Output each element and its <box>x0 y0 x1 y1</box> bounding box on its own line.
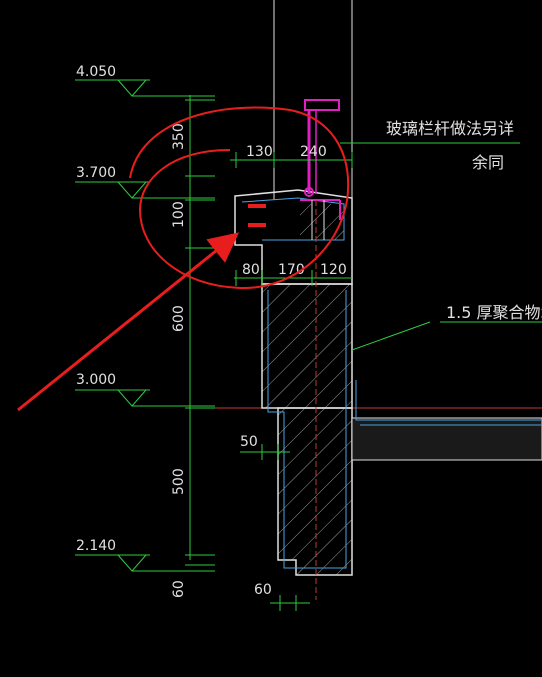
elevation-marker-4050: 4.050 <box>75 64 215 97</box>
elevation-label: 2.140 <box>76 538 116 554</box>
elevation-label: 3.000 <box>76 372 116 388</box>
note-rest: 余同 <box>472 153 504 172</box>
elevation-marker-3000: 3.000 <box>75 372 215 407</box>
dimension-50: 50 <box>240 434 258 450</box>
horizontal-dimension-chains <box>230 152 353 611</box>
dimension-60-vertical: 60 <box>171 580 187 598</box>
red-markup <box>17 106 350 412</box>
dimension-600: 600 <box>171 305 187 332</box>
frame-lines <box>190 0 542 409</box>
dimension-120: 120 <box>320 262 347 278</box>
railing-post <box>300 99 341 600</box>
dimension-130: 130 <box>246 144 273 160</box>
elevation-label: 4.050 <box>76 64 116 80</box>
dimension-80: 80 <box>242 262 260 278</box>
dimension-500: 500 <box>171 468 187 495</box>
parapet-section <box>234 189 542 576</box>
railing-leader <box>340 142 542 351</box>
note-railing: 玻璃栏杆做法另详 <box>386 119 514 138</box>
vertical-dimension-chain <box>185 95 215 566</box>
elevation-label: 3.700 <box>76 165 116 181</box>
note-membrane: 1.5 厚聚合物水 <box>446 303 542 322</box>
dimension-350: 350 <box>171 123 187 150</box>
dimension-170: 170 <box>278 262 305 278</box>
dimension-100: 100 <box>171 201 187 228</box>
elevation-marker-2140: 2.140 <box>75 538 215 572</box>
dimension-240: 240 <box>300 144 327 160</box>
elevation-marker-3700: 3.700 <box>75 165 215 199</box>
dimension-60-horizontal: 60 <box>254 582 272 598</box>
